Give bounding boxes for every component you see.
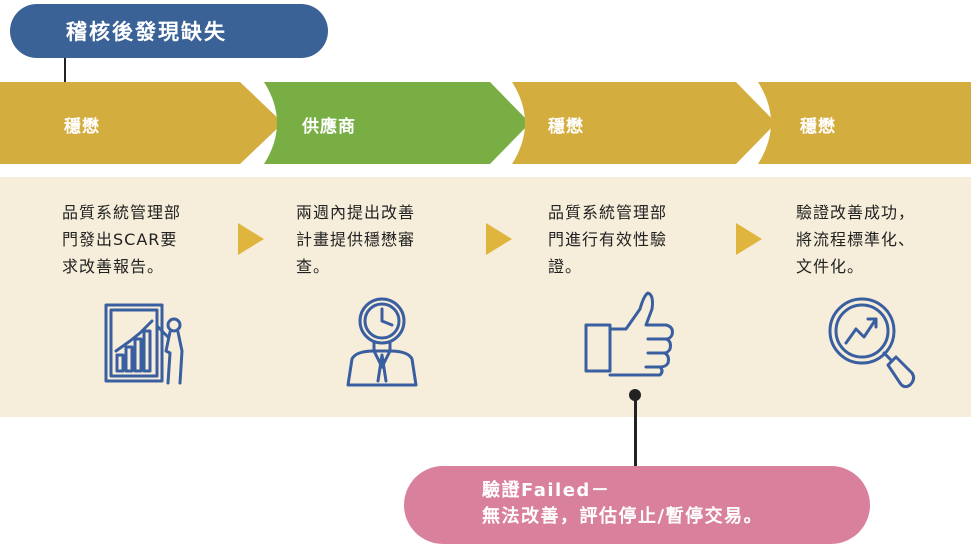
chart-presentation-icon [104,303,184,385]
failure-callout: 驗證Failed－ 無法改善，評估停止/暫停交易。 [404,466,870,544]
stage-3-shape [512,82,776,164]
step-4-description: 驗證改善成功， 將流程標準化、 文件化。 [796,203,916,276]
stage-2-label: 供應商 [302,117,356,137]
callout-connector-line [634,392,637,470]
page-title: 稽核後發現缺失 [66,20,227,44]
step-arrow-1 [238,223,264,255]
process-arrows [0,82,971,164]
step-2-description: 兩週內提出改善 計畫提供穩懋審 查。 [296,203,416,276]
callout-line-1: 驗證Failed－ [482,480,611,501]
magnifier-trend-icon [828,297,916,389]
title-connector-line [64,58,66,84]
stage-4-label: 穩懋 [800,117,836,137]
steps-panel: 品質系統管理部 門發出SCAR要 求改善報告。 兩週內提出改善 計畫提供穩懋審 … [0,177,971,417]
businessman-clock-icon [346,297,418,387]
callout-connector-dot [629,389,641,401]
step-arrow-2 [486,223,512,255]
process-flow-band: 穩懋 供應商 穩懋 穩懋 [0,82,971,164]
stage-4-shape [758,82,971,164]
thumbs-up-icon [584,291,674,377]
stage-3-label: 穩懋 [548,117,584,137]
stage-1-shape [0,82,283,164]
callout-line-2: 無法改善，評估停止/暫停交易。 [482,506,764,527]
stage-1-label: 穩懋 [64,117,100,137]
step-3-description: 品質系統管理部 門進行有效性驗 證。 [548,203,668,276]
title-pill: 稽核後發現缺失 [10,4,328,58]
step-arrow-3 [736,223,762,255]
stage-2-shape [264,82,530,164]
step-1-description: 品質系統管理部 門發出SCAR要 求改善報告。 [62,203,182,276]
